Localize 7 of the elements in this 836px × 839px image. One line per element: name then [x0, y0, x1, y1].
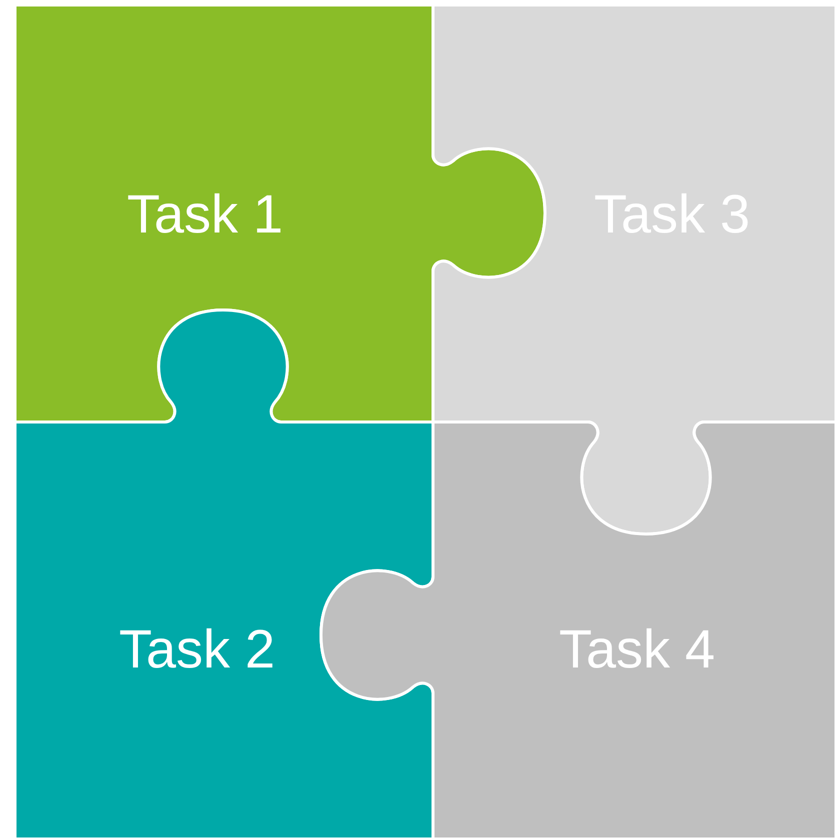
puzzle-piece	[433, 5, 836, 534]
piece-label: Task 2	[118, 620, 276, 680]
puzzle-piece	[15, 310, 433, 839]
puzzle-piece	[15, 5, 545, 422]
piece-label: Task 1	[126, 185, 284, 245]
piece-label: Task 4	[558, 620, 716, 680]
puzzle-piece	[320, 422, 836, 839]
